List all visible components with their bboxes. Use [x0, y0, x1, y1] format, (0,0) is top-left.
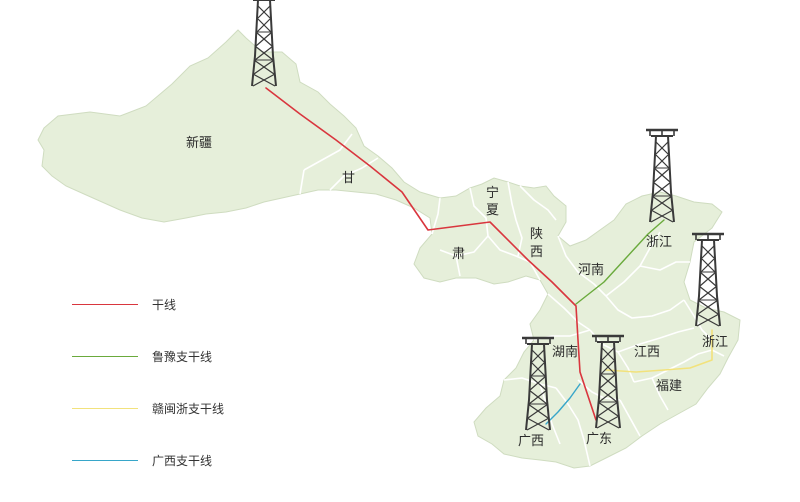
region-label-ningxia-a: 宁	[486, 185, 499, 201]
legend-label: 干线	[152, 297, 177, 312]
legend-label: 鲁豫支干线	[152, 349, 213, 364]
region-label-jiangxi: 江西	[634, 345, 660, 360]
legend-label: 赣闽浙支干线	[152, 401, 225, 416]
land-mass	[37, 29, 741, 469]
region-label-gansu-a: 甘	[342, 171, 355, 186]
legend-item-gan-min-zhe: 赣闽浙支干线	[72, 398, 292, 418]
legend-item-lu-yu: 鲁豫支干线	[72, 346, 292, 366]
region-label-zhejiang-north: 浙江	[646, 235, 672, 250]
region-label-gansu-b: 肃	[452, 247, 465, 262]
legend-item-trunk: 干线	[72, 294, 292, 314]
pipeline-map: 新疆 甘 肃 宁 夏 陕 西 河南 浙江 湖南 江西 浙江 福建 广西 广东	[37, 0, 741, 469]
pipelines	[265, 87, 713, 425]
gan-min-zhe-branch-line	[605, 329, 713, 373]
lu-yu-branch-line	[575, 219, 665, 305]
legend-swatch	[72, 407, 138, 409]
region-label-fujian: 福建	[656, 379, 682, 394]
legend-swatch	[72, 459, 138, 461]
region-label-guangxi: 广西	[518, 434, 544, 449]
region-label-hunan: 湖南	[552, 344, 578, 360]
trunk-line	[265, 87, 597, 421]
region-labels: 新疆 甘 肃 宁 夏 陕 西 河南 浙江 湖南 江西 浙江 福建 广西 广东	[186, 135, 728, 449]
region-label-xinjiang: 新疆	[186, 135, 212, 151]
legend-swatch	[72, 303, 138, 305]
legend-item-guangxi: 广西支干线	[72, 450, 292, 470]
region-label-henan: 河南	[578, 262, 604, 278]
guangxi-branch-line	[545, 383, 581, 425]
legend-label: 广西支干线	[152, 453, 213, 468]
map-figure: 新疆 甘 肃 宁 夏 陕 西 河南 浙江 湖南 江西 浙江 福建 广西 广东 干…	[37, 0, 741, 469]
legend: 干线 鲁豫支干线 赣闽浙支干线 广西支干线	[72, 294, 292, 502]
region-label-shaanxi-a: 陕	[530, 227, 543, 242]
region-label-ningxia-b: 夏	[486, 203, 499, 218]
region-label-guangdong: 广东	[586, 432, 612, 447]
region-label-zhejiang-east: 浙江	[702, 335, 728, 350]
legend-swatch	[72, 355, 138, 357]
region-label-shaanxi-b: 西	[530, 245, 543, 260]
province-borders	[299, 133, 725, 467]
